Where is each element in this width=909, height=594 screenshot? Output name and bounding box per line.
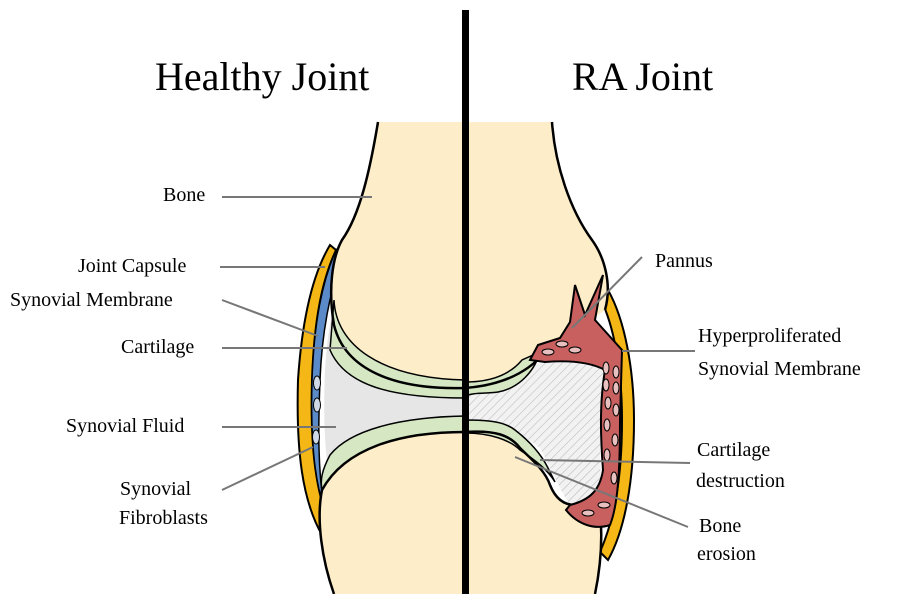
label-synovial-fibroblasts-line2: Fibroblasts	[119, 507, 208, 529]
title-healthy-joint: Healthy Joint	[155, 54, 369, 99]
label-bone-erosion-line2: erosion	[697, 543, 756, 565]
label-bone: Bone	[163, 184, 205, 206]
label-cartilage: Cartilage	[121, 336, 194, 358]
title-ra-joint: RA Joint	[572, 54, 713, 99]
label-pannus: Pannus	[655, 250, 713, 272]
label-bone-erosion-line1: Bone	[699, 515, 741, 537]
label-synovial-membrane: Synovial Membrane	[10, 289, 173, 311]
label-synovial-fibroblasts-line1: Synovial	[120, 478, 192, 500]
label-cartilage-destruction-line1: Cartilage	[697, 439, 770, 461]
label-joint-capsule: Joint Capsule	[78, 255, 186, 277]
label-cartilage-destruction-line2: destruction	[696, 470, 785, 492]
label-synovial-fluid: Synovial Fluid	[66, 415, 184, 437]
leader-synovial-membrane	[222, 300, 318, 336]
leader-synovial-fibroblasts	[222, 447, 313, 490]
label-hyperproliferated-line2: Synovial Membrane	[698, 358, 861, 380]
label-hyperproliferated-line1: Hyperproliferated	[698, 325, 841, 347]
center-divider	[462, 10, 469, 594]
